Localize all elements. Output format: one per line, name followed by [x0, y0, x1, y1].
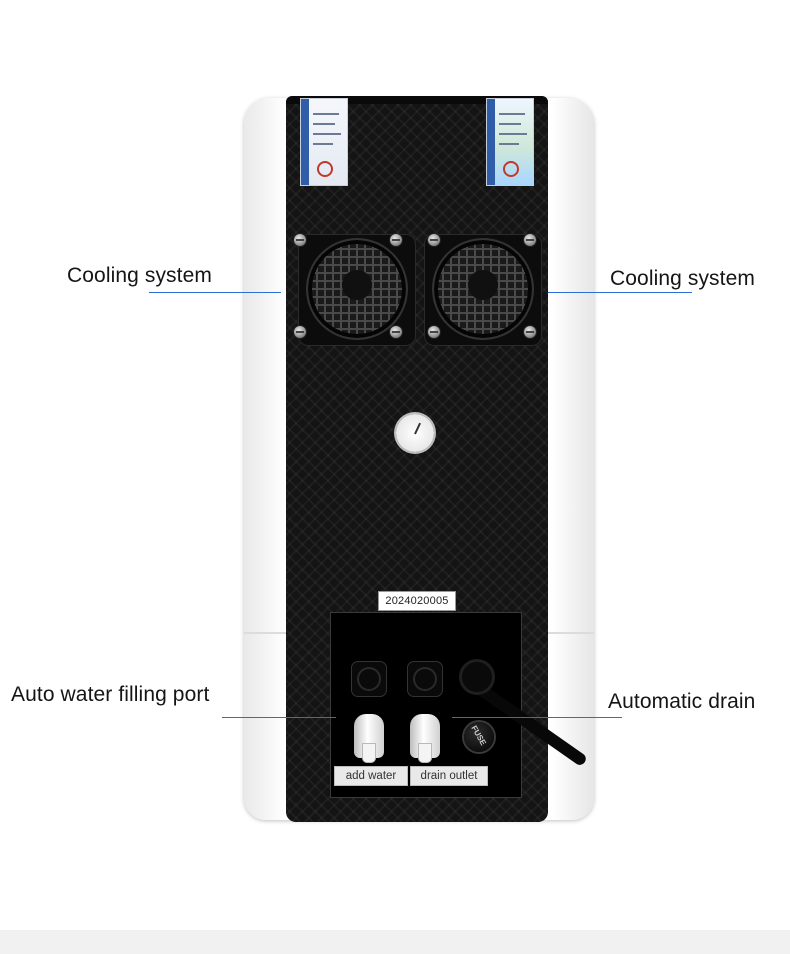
certification-sticker-right — [486, 98, 534, 186]
fuse-holder-icon: FUSE — [464, 722, 494, 752]
serial-number-label: 2024020005 — [378, 591, 456, 611]
screw-icon — [390, 234, 402, 246]
screw-icon — [390, 326, 402, 338]
fuse-label: FUSE — [469, 724, 488, 747]
water-fill-port — [354, 714, 384, 762]
callout-cooling-system-left: Cooling system — [67, 264, 212, 287]
drain-outlet-label: drain outlet — [410, 766, 488, 786]
callout-line-cooling-left — [149, 292, 281, 293]
callout-line-drain — [452, 717, 622, 718]
drain-outlet-port — [410, 714, 440, 762]
cooling-fan-right — [424, 234, 542, 346]
add-water-label: add water — [334, 766, 408, 786]
fan-grille-icon — [308, 240, 406, 338]
callout-automatic-drain: Automatic drain — [608, 690, 756, 713]
certification-sticker-left — [300, 98, 348, 186]
fan-grille-icon — [434, 240, 532, 338]
screw-icon — [524, 234, 536, 246]
vent-icon — [408, 662, 442, 696]
callout-auto-water-filling-port: Auto water filling port — [11, 683, 210, 706]
screw-icon — [428, 234, 440, 246]
device-top-cap — [286, 96, 548, 104]
pressure-gauge-icon — [396, 414, 434, 452]
callout-cooling-system-right: Cooling system — [610, 267, 755, 290]
callout-line-water-fill — [222, 717, 336, 718]
vent-icon — [352, 662, 386, 696]
callout-line-cooling-right — [548, 292, 692, 293]
cable-grommet-icon — [462, 662, 492, 692]
screw-icon — [524, 326, 536, 338]
photo-bottom-band — [0, 930, 790, 954]
screw-icon — [428, 326, 440, 338]
screw-icon — [294, 326, 306, 338]
screw-icon — [294, 234, 306, 246]
